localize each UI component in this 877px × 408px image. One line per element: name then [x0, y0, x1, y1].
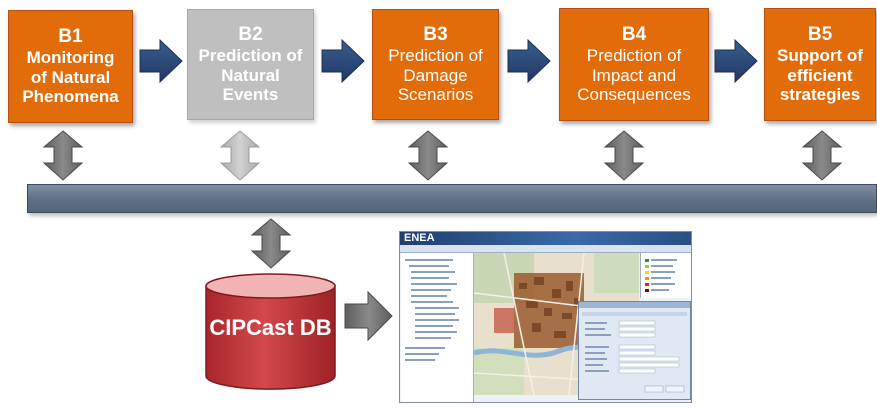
- box-line: strategies: [779, 85, 861, 105]
- arrow-db-screenshot: [344, 290, 393, 342]
- map-view: [474, 253, 639, 395]
- database-icon: [205, 273, 336, 390]
- box-code: B2: [238, 24, 263, 46]
- double-arrow-b5: [801, 130, 843, 181]
- arrow-b2-b3: [321, 38, 365, 84]
- double-arrow-db: [250, 218, 292, 269]
- app-toolbar: [400, 245, 691, 253]
- box-b5-strategies: B5 Support of efficient strategies: [764, 8, 876, 121]
- tree-row: [405, 347, 445, 349]
- box-line: Events: [222, 85, 279, 105]
- tree-row: [405, 353, 439, 355]
- box-line: Monitoring: [26, 48, 115, 68]
- layer-tree-panel: [401, 253, 474, 402]
- tree-row: [411, 301, 453, 303]
- dialog-form: [582, 312, 687, 393]
- box-line: Consequences: [577, 85, 691, 105]
- integration-bus: [27, 184, 877, 213]
- box-line: Phenomena: [22, 87, 119, 107]
- tree-row: [415, 337, 451, 339]
- box-code: B4: [621, 24, 647, 46]
- box-line: Prediction of: [198, 46, 303, 66]
- feature-info-dialog: [578, 301, 691, 400]
- legend-swatches: [645, 259, 677, 292]
- box-line: of Natural: [30, 67, 111, 87]
- tree-row: [411, 271, 455, 273]
- tree-row: [405, 259, 453, 261]
- tree-row: [411, 277, 449, 279]
- tree-row: [405, 359, 435, 361]
- box-line: Damage: [403, 65, 468, 85]
- double-arrow-b2: [219, 130, 261, 181]
- tree-row: [415, 319, 459, 321]
- database-cylinder: CIPCast DB: [204, 272, 337, 392]
- tree-row: [415, 325, 453, 327]
- dialog-titlebar: [579, 302, 690, 308]
- box-b2-natural-events: B2 Prediction of Natural Events: [187, 9, 314, 120]
- box-line: Prediction of: [388, 46, 483, 66]
- database-label: CIPCast DB: [209, 315, 332, 340]
- arrow-b3-b4: [507, 38, 551, 84]
- box-code: B3: [423, 24, 448, 46]
- box-code: B1: [58, 26, 83, 48]
- box-b3-damage-scenarios: B3 Prediction of Damage Scenarios: [372, 9, 499, 120]
- tree-row: [409, 265, 449, 267]
- tree-row: [411, 295, 447, 297]
- cipcast-app-screenshot: ENEA: [399, 231, 692, 403]
- tree-row: [415, 313, 455, 315]
- enea-logo: ENEA: [404, 232, 435, 244]
- tree-row: [411, 283, 457, 285]
- tree-row: [411, 289, 451, 291]
- box-code: B5: [807, 24, 833, 46]
- box-b4-impact: B4 Prediction of Impact and Consequences: [559, 8, 709, 121]
- box-line: efficient: [787, 65, 853, 85]
- tree-row: [415, 331, 457, 333]
- double-arrow-b4: [603, 130, 645, 181]
- legend-panel: [640, 253, 691, 298]
- arrow-b1-b2: [139, 38, 183, 84]
- box-line: Prediction of: [586, 46, 682, 66]
- box-line: Support of: [777, 46, 863, 66]
- double-arrow-b3: [407, 130, 449, 181]
- box-line: Scenarios: [397, 85, 474, 105]
- box-b1-monitoring: B1 Monitoring of Natural Phenomena: [8, 10, 133, 123]
- arrow-b4-b5: [714, 38, 758, 84]
- double-arrow-b1: [42, 130, 84, 181]
- app-header: ENEA: [400, 232, 691, 245]
- box-line: Impact and: [591, 65, 677, 85]
- tree-row: [415, 307, 459, 309]
- box-line: Natural: [221, 65, 280, 85]
